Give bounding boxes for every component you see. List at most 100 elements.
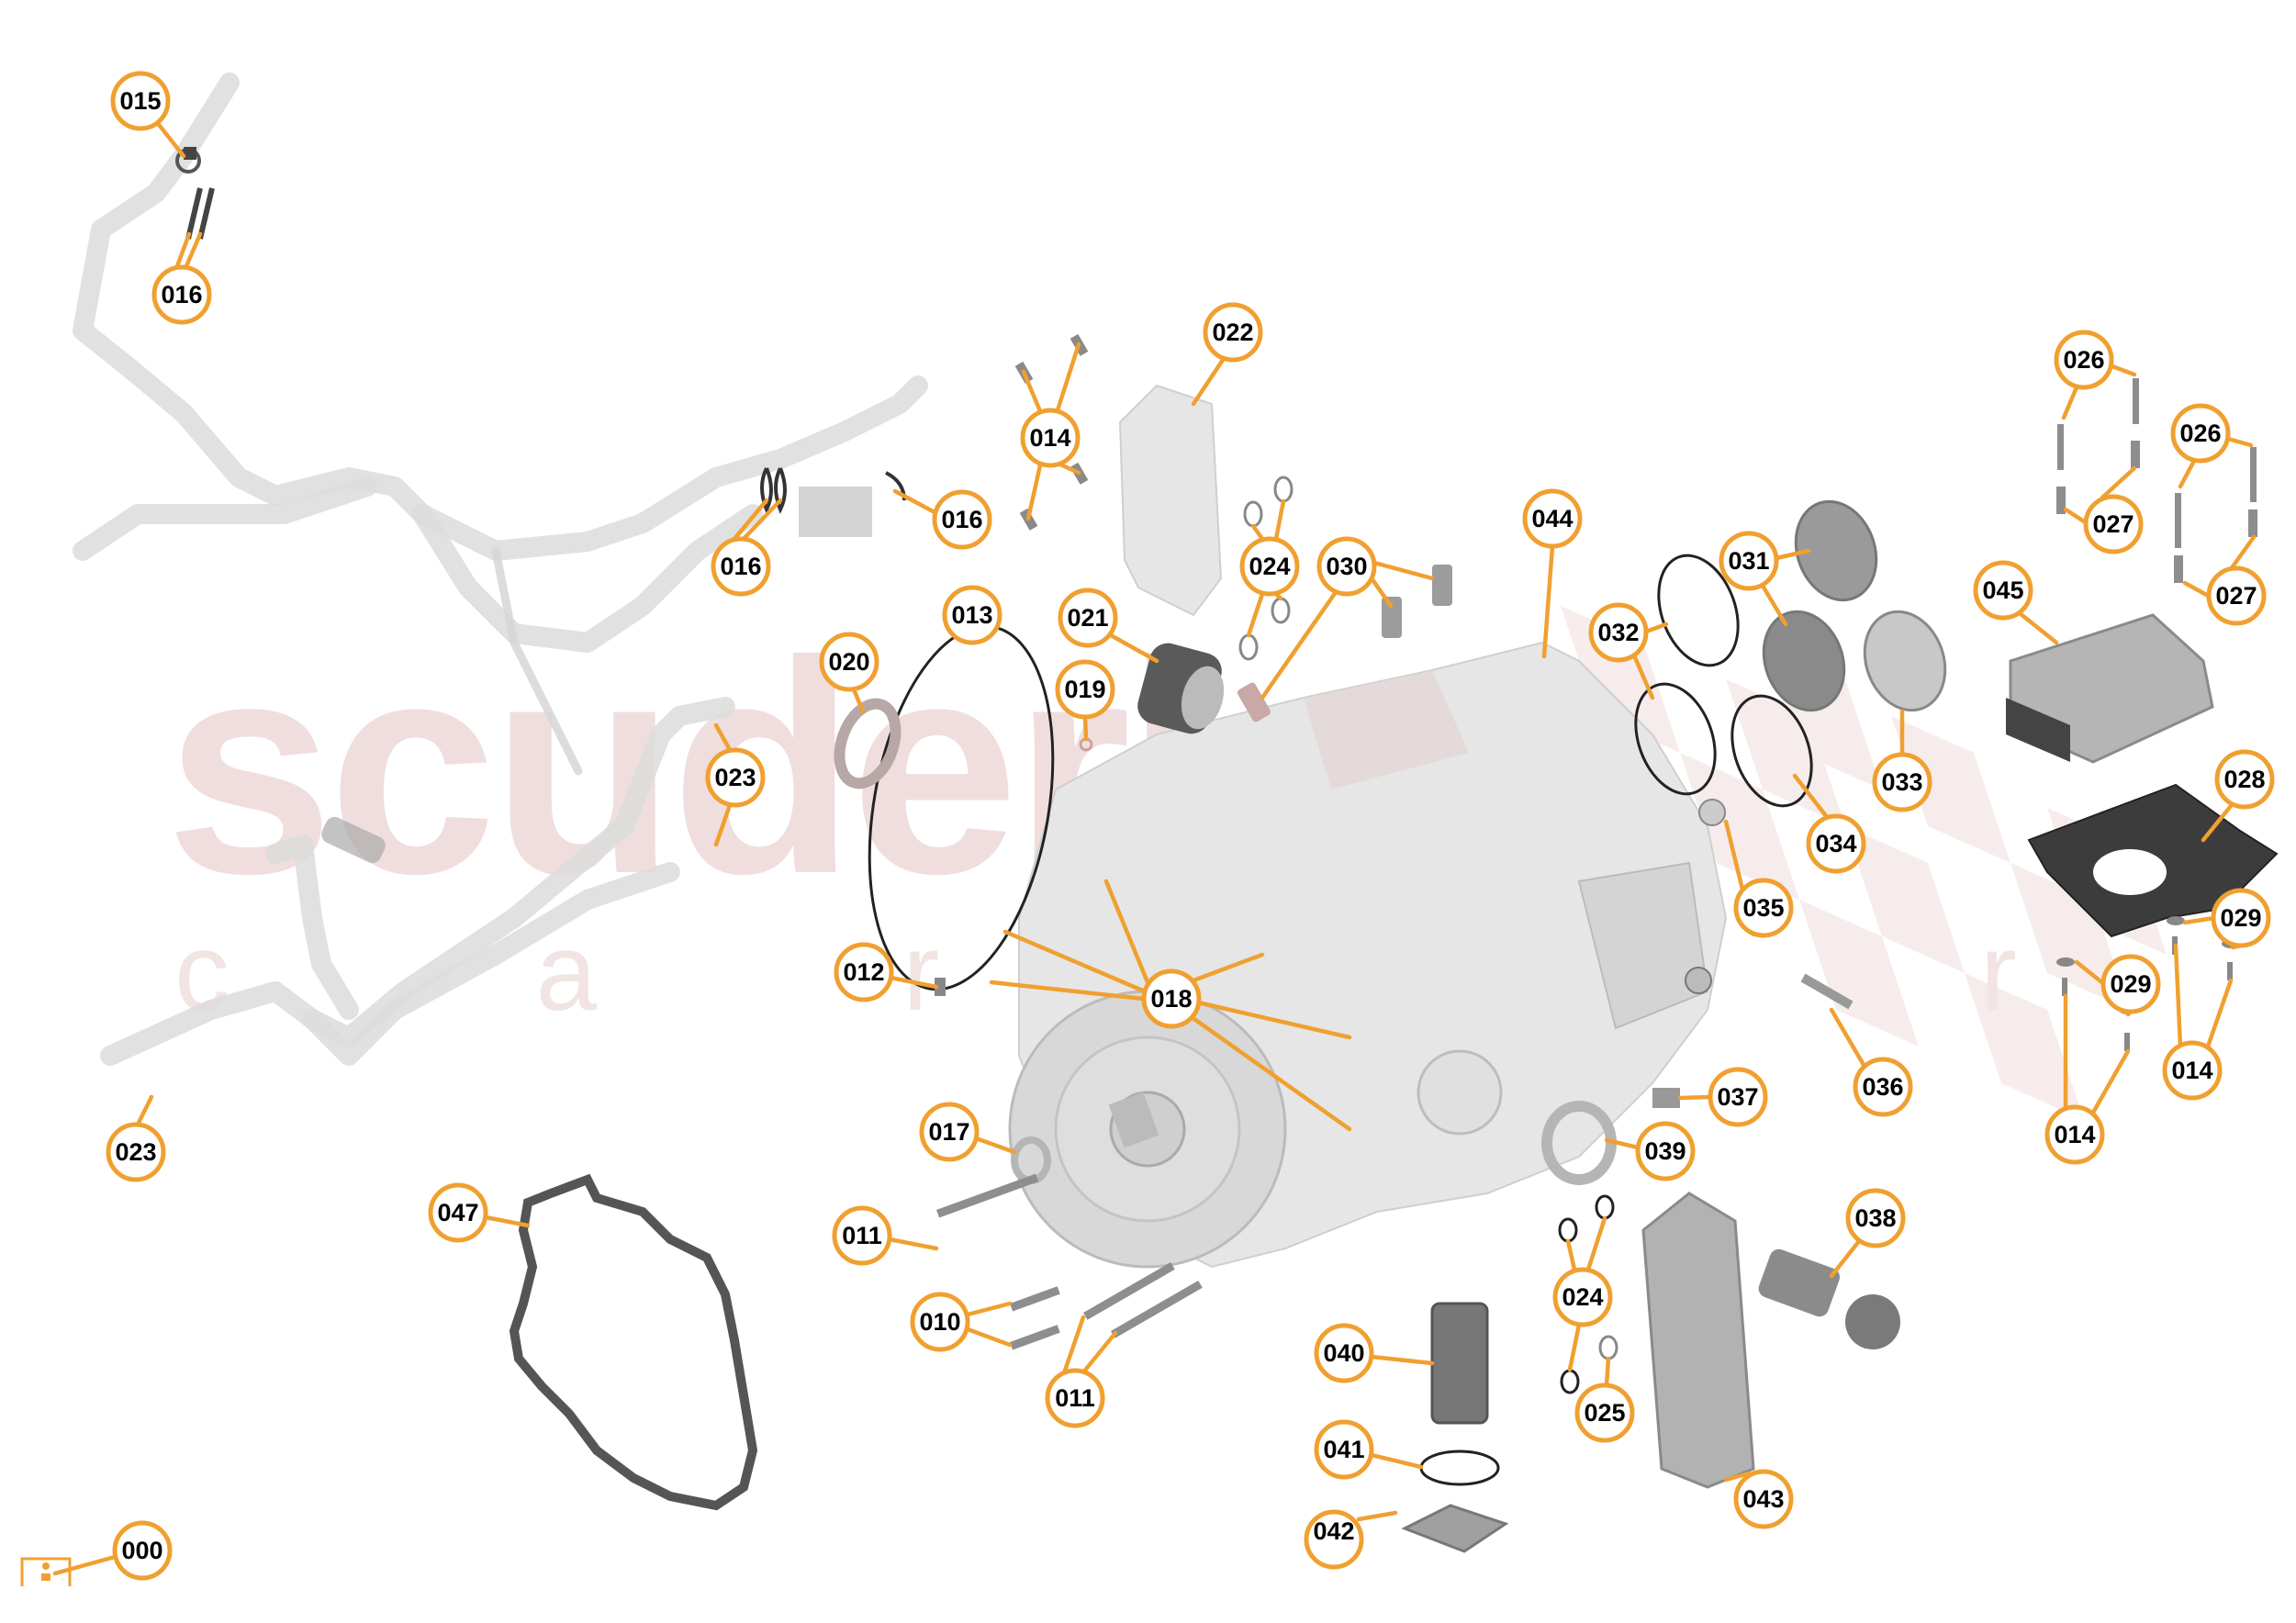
svg-text:035: 035: [1742, 894, 1784, 922]
svg-text:039: 039: [1644, 1137, 1686, 1165]
sensor-037: [1652, 1088, 1680, 1108]
callout-014[interactable]: 014: [2044, 1104, 2105, 1165]
callout-044[interactable]: 044: [1522, 488, 1583, 549]
svg-text:028: 028: [2223, 766, 2265, 793]
plug-035b: [1685, 967, 1712, 994]
callout-039[interactable]: 039: [1635, 1121, 1696, 1181]
callout-020[interactable]: 020: [819, 632, 879, 692]
svg-text:042: 042: [1313, 1517, 1354, 1545]
callouts: 015 016 016 016 014 022 024 030 044 013 …: [106, 71, 2275, 1581]
callout-027[interactable]: 027: [2083, 494, 2144, 554]
bolts-026-sleeves-027: [2056, 378, 2257, 583]
callout-011[interactable]: 011: [1045, 1368, 1105, 1428]
oil-cooler-043: [1641, 1192, 1755, 1489]
callout-011[interactable]: 011: [832, 1205, 892, 1266]
svg-text:014: 014: [2171, 1057, 2212, 1084]
svg-text:015: 015: [119, 87, 161, 115]
svg-text:045: 045: [1982, 576, 2023, 604]
harness-clip-015: [175, 147, 201, 173]
seal-020: [834, 698, 902, 789]
cover-042: [1401, 1504, 1509, 1553]
callout-016[interactable]: 016: [711, 536, 771, 597]
callout-043[interactable]: 043: [1733, 1469, 1794, 1529]
callout-014[interactable]: 014: [1020, 408, 1081, 468]
svg-text:025: 025: [1584, 1399, 1625, 1427]
svg-text:029: 029: [2220, 904, 2261, 932]
callout-013[interactable]: 013: [942, 585, 1002, 645]
svg-text:023: 023: [115, 1138, 156, 1166]
callout-032[interactable]: 032: [1588, 602, 1649, 663]
callout-025[interactable]: 025: [1574, 1382, 1635, 1443]
leader-lines: [52, 118, 2257, 1576]
callout-012[interactable]: 012: [834, 942, 894, 1002]
callout-018[interactable]: 018: [1141, 968, 1202, 1029]
callout-035[interactable]: 035: [1733, 878, 1794, 938]
callout-000[interactable]: 000: [112, 1520, 173, 1581]
svg-text:032: 032: [1597, 619, 1639, 646]
callout-033[interactable]: 033: [1872, 752, 1932, 812]
callout-027[interactable]: 027: [2206, 565, 2267, 626]
callout-026[interactable]: 026: [2170, 403, 2231, 464]
callout-023[interactable]: 023: [106, 1122, 166, 1182]
callout-024[interactable]: 024: [1552, 1267, 1613, 1327]
callout-022[interactable]: 022: [1203, 302, 1263, 363]
callout-029[interactable]: 029: [2100, 954, 2161, 1014]
svg-text:030: 030: [1326, 553, 1367, 580]
svg-text:016: 016: [161, 281, 202, 308]
svg-text:017: 017: [928, 1118, 969, 1146]
callout-038[interactable]: 038: [1845, 1188, 1906, 1248]
gasket-047: [509, 1173, 758, 1511]
filter-040: [1430, 1302, 1489, 1425]
callout-021[interactable]: 021: [1058, 588, 1118, 648]
svg-text:026: 026: [2179, 420, 2221, 447]
callout-041[interactable]: 041: [1314, 1419, 1374, 1480]
ecu-045: [2006, 613, 2214, 764]
callout-016[interactable]: 016: [151, 264, 212, 325]
callout-026[interactable]: 026: [2054, 330, 2114, 390]
svg-text:029: 029: [2110, 970, 2151, 998]
callout-034[interactable]: 034: [1806, 813, 1866, 874]
svg-text:019: 019: [1064, 676, 1105, 703]
svg-text:041: 041: [1323, 1436, 1364, 1463]
callout-040[interactable]: 040: [1314, 1323, 1374, 1383]
callout-028[interactable]: 028: [2214, 749, 2275, 810]
callout-030[interactable]: 030: [1316, 536, 1377, 597]
svg-text:040: 040: [1323, 1339, 1364, 1367]
callout-029[interactable]: 029: [2211, 888, 2271, 948]
callout-042[interactable]: 042: [1304, 1509, 1364, 1570]
bolts-010-011: [936, 1173, 1203, 1350]
callout-024[interactable]: 024: [1239, 536, 1300, 597]
svg-text:047: 047: [437, 1199, 478, 1226]
svg-text:014: 014: [2054, 1121, 2095, 1148]
svg-text:014: 014: [1029, 424, 1070, 452]
svg-text:016: 016: [941, 506, 982, 533]
plug-012: [935, 978, 946, 996]
callout-037[interactable]: 037: [1708, 1067, 1768, 1127]
filter-drum-021: [1137, 643, 1225, 734]
svg-text:011: 011: [842, 1222, 882, 1249]
callout-016[interactable]: 016: [932, 489, 992, 550]
svg-text:033: 033: [1881, 768, 1922, 796]
svg-text:044: 044: [1531, 505, 1573, 532]
transmission-housing-044: [1008, 641, 1728, 1269]
callout-010[interactable]: 010: [910, 1292, 970, 1352]
callout-019[interactable]: 019: [1055, 659, 1115, 720]
covers-031-033: [1762, 499, 1947, 712]
callout-017[interactable]: 017: [919, 1102, 980, 1162]
callout-014[interactable]: 014: [2162, 1040, 2223, 1101]
svg-text:022: 022: [1212, 319, 1253, 346]
bolt-036: [1800, 973, 1854, 1010]
svg-text:034: 034: [1815, 830, 1856, 857]
svg-text:024: 024: [1562, 1283, 1603, 1311]
info-icon[interactable]: [20, 1557, 72, 1586]
callout-036[interactable]: 036: [1853, 1057, 1913, 1117]
svg-text:016: 016: [720, 553, 761, 580]
callout-023[interactable]: 023: [705, 747, 766, 808]
svg-text:020: 020: [828, 648, 869, 676]
callout-015[interactable]: 015: [110, 71, 171, 131]
svg-text:031: 031: [1728, 547, 1769, 575]
callout-031[interactable]: 031: [1719, 531, 1779, 591]
callout-047[interactable]: 047: [428, 1182, 488, 1243]
svg-text:018: 018: [1150, 985, 1192, 1013]
callout-045[interactable]: 045: [1973, 560, 2033, 621]
